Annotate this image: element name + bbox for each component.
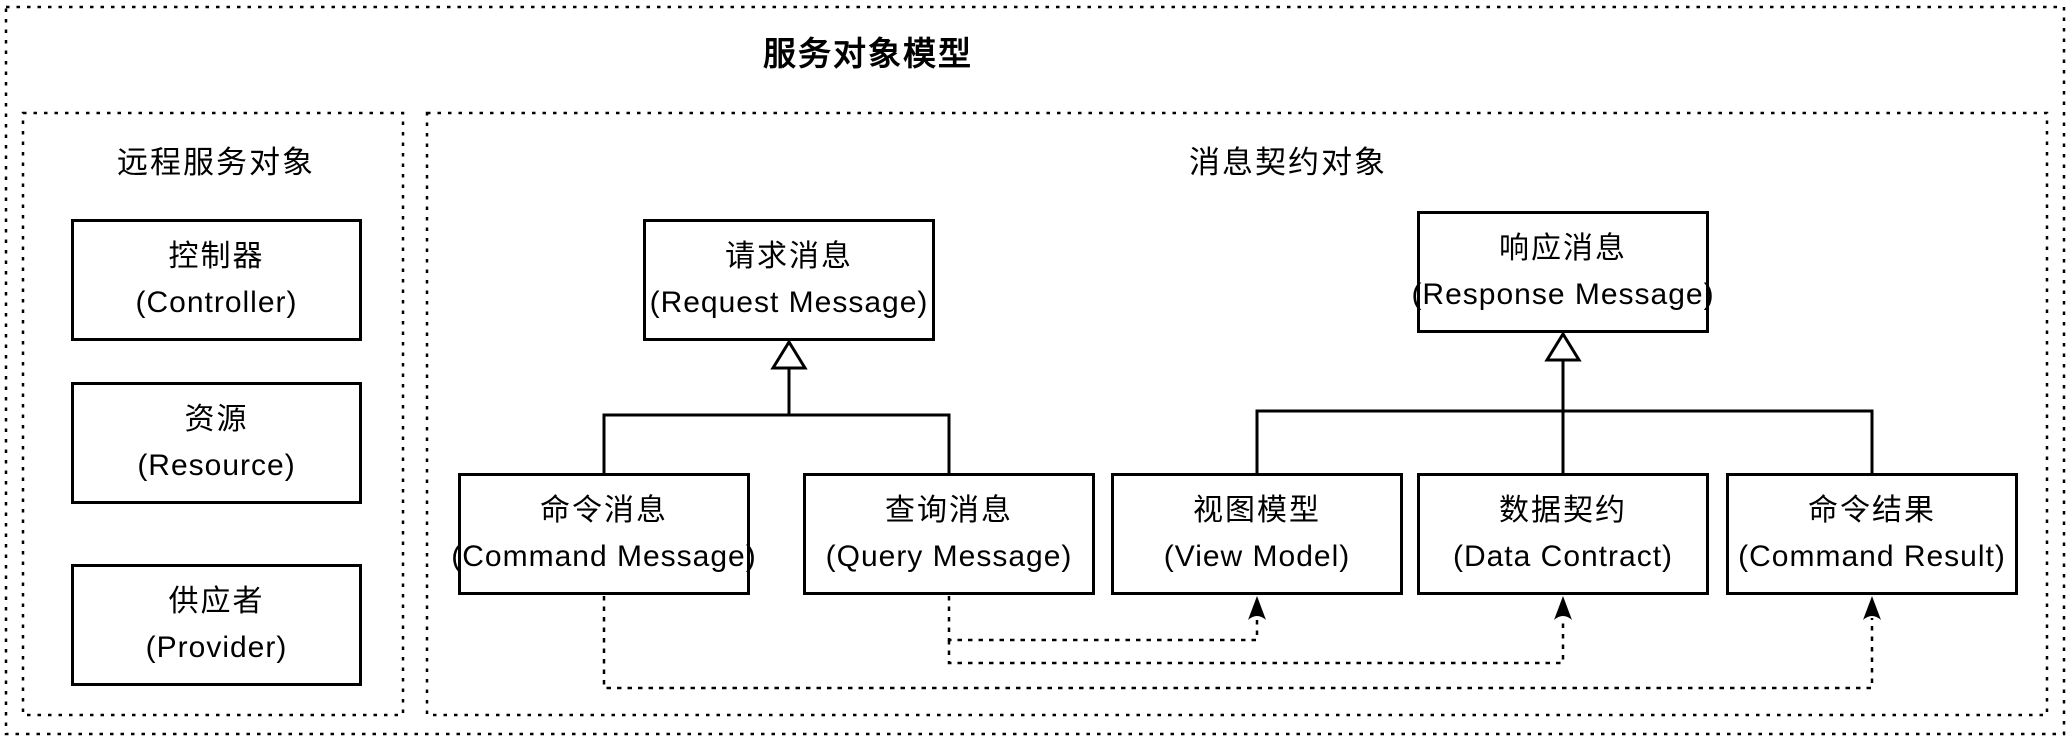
node-response-message-en: (Response Message)	[1411, 278, 1715, 311]
node-view-model-zh: 视图模型	[1193, 494, 1321, 527]
node-request-message: 请求消息 (Request Message)	[643, 219, 935, 341]
node-data-contract: 数据契约 (Data Contract)	[1417, 473, 1709, 595]
dependency-line-command-commandresult	[602, 596, 1874, 690]
generalization-triangle-request	[770, 339, 808, 370]
generalization-bus-request	[602, 366, 951, 473]
node-provider-zh: 供应者	[168, 585, 265, 618]
node-command-result: 命令结果 (Command Result)	[1726, 473, 2018, 595]
node-view-model: 视图模型 (View Model)	[1111, 473, 1403, 595]
node-controller: 控制器 (Controller)	[71, 219, 362, 341]
node-response-message-zh: 响应消息	[1499, 232, 1627, 265]
dependency-arrowhead-viewmodel	[1248, 596, 1266, 620]
node-command-result-zh: 命令结果	[1808, 494, 1936, 527]
node-resource-en: (Resource)	[137, 449, 296, 482]
dependency-line-query-datacontract	[947, 618, 1565, 665]
message-group-frame	[425, 111, 2049, 717]
node-request-message-en: (Request Message)	[649, 286, 929, 319]
remote-group-label: 远程服务对象	[117, 145, 315, 180]
node-provider: 供应者 (Provider)	[71, 564, 362, 686]
dependency-line-query-viewmodel	[947, 596, 1259, 642]
generalization-triangle-response	[1544, 331, 1582, 362]
node-command-message: 命令消息 (Command Message)	[451, 473, 756, 595]
node-data-contract-en: (Data Contract)	[1452, 540, 1674, 573]
remote-group-frame	[21, 111, 405, 717]
node-query-message: 查询消息 (Query Message)	[803, 473, 1095, 595]
node-controller-zh: 控制器	[168, 240, 265, 273]
dependency-arrowhead-datacontract	[1554, 596, 1572, 620]
node-response-message: 响应消息 (Response Message)	[1411, 211, 1714, 333]
node-controller-en: (Controller)	[135, 286, 298, 319]
diagram-title: 服务对象模型	[763, 35, 973, 72]
node-provider-en: (Provider)	[145, 631, 288, 664]
generalization-bus-response	[1255, 358, 1874, 473]
message-group-label: 消息契约对象	[1189, 145, 1387, 180]
node-query-message-zh: 查询消息	[885, 494, 1013, 527]
outer-frame	[4, 5, 2066, 736]
node-data-contract-zh: 数据契约	[1499, 494, 1627, 527]
node-command-result-en: (Command Result)	[1738, 540, 2006, 573]
node-request-message-zh: 请求消息	[725, 240, 853, 273]
node-view-model-en: (View Model)	[1163, 540, 1351, 573]
node-resource: 资源 (Resource)	[71, 382, 362, 504]
node-command-message-en: (Command Message)	[451, 540, 757, 573]
node-resource-zh: 资源	[184, 403, 249, 436]
dependency-arrowhead-commandresult	[1863, 596, 1881, 620]
node-query-message-en: (Query Message)	[825, 540, 1073, 573]
node-command-message-zh: 命令消息	[540, 494, 668, 527]
